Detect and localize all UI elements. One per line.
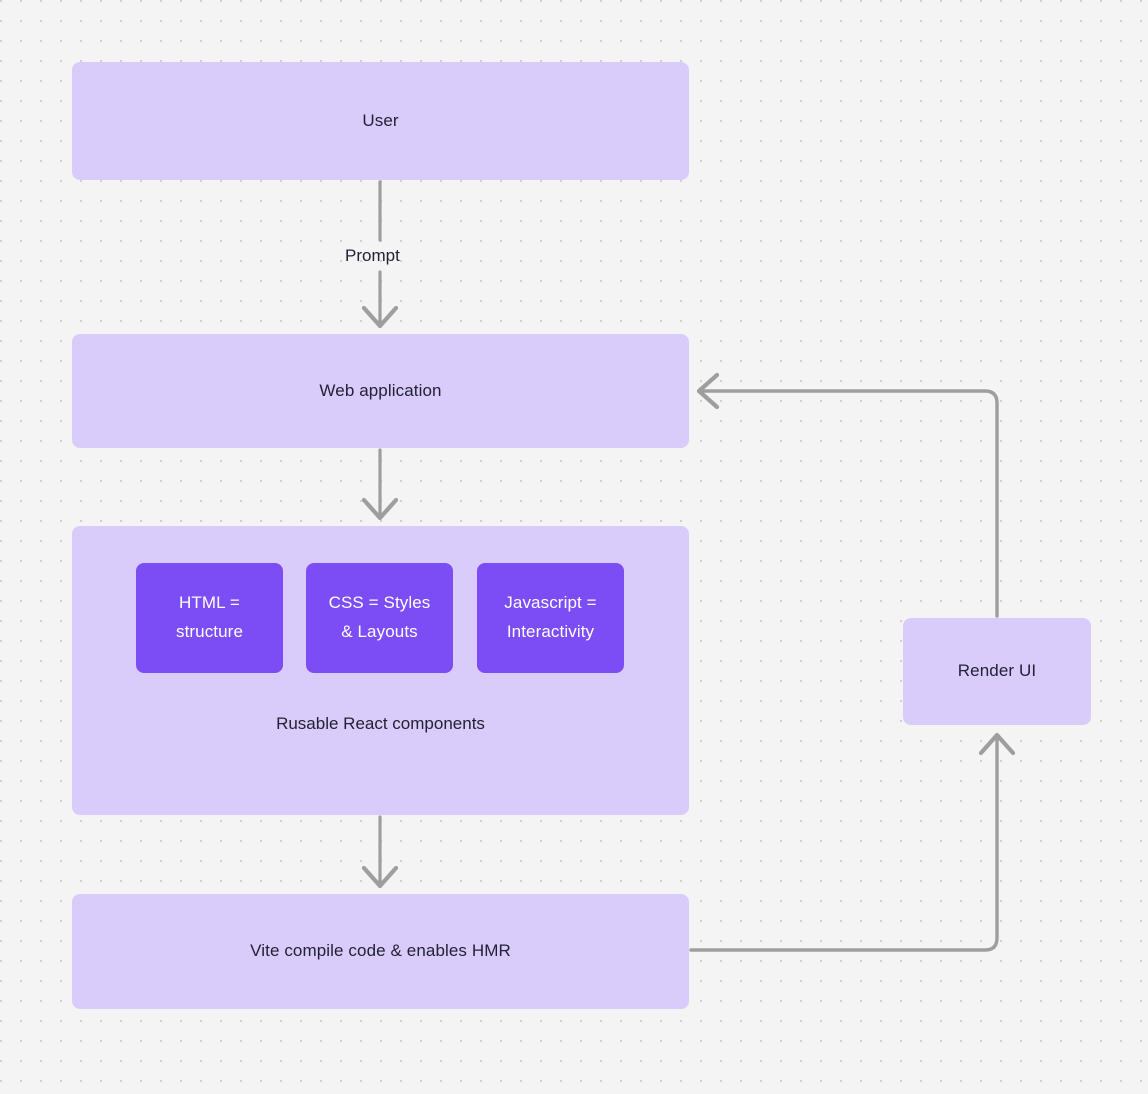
components-inner: HTML = structure CSS = Styles & Layouts … bbox=[72, 526, 689, 815]
node-user[interactable]: User bbox=[72, 62, 689, 180]
node-web-application-label: Web application bbox=[319, 380, 442, 400]
node-render-ui-label: Render UI bbox=[957, 661, 1037, 681]
node-render-ui[interactable]: Render UI bbox=[903, 618, 1091, 725]
edge-vite-to-render bbox=[689, 732, 1016, 952]
edge-components-to-vite bbox=[361, 815, 399, 889]
edge-webapp-to-components bbox=[361, 448, 399, 521]
node-html-label: HTML = structure bbox=[175, 593, 244, 641]
node-components-container[interactable]: HTML = structure CSS = Styles & Layouts … bbox=[72, 526, 689, 815]
node-components-caption: Rusable React components bbox=[276, 714, 485, 733]
node-css[interactable]: CSS = Styles & Layouts bbox=[306, 563, 453, 673]
edge-label-prompt: Prompt bbox=[345, 246, 400, 265]
edge-render-to-webapp bbox=[696, 372, 999, 618]
node-user-label: User bbox=[362, 110, 399, 130]
node-vite[interactable]: Vite compile code & enables HMR bbox=[72, 894, 689, 1009]
node-javascript[interactable]: Javascript = Interactivity bbox=[477, 563, 624, 673]
node-javascript-label: Javascript = Interactivity bbox=[504, 593, 597, 641]
node-web-application[interactable]: Web application bbox=[72, 334, 689, 448]
node-html[interactable]: HTML = structure bbox=[136, 563, 283, 673]
node-vite-label: Vite compile code & enables HMR bbox=[250, 941, 511, 961]
node-css-label: CSS = Styles & Layouts bbox=[328, 593, 431, 641]
